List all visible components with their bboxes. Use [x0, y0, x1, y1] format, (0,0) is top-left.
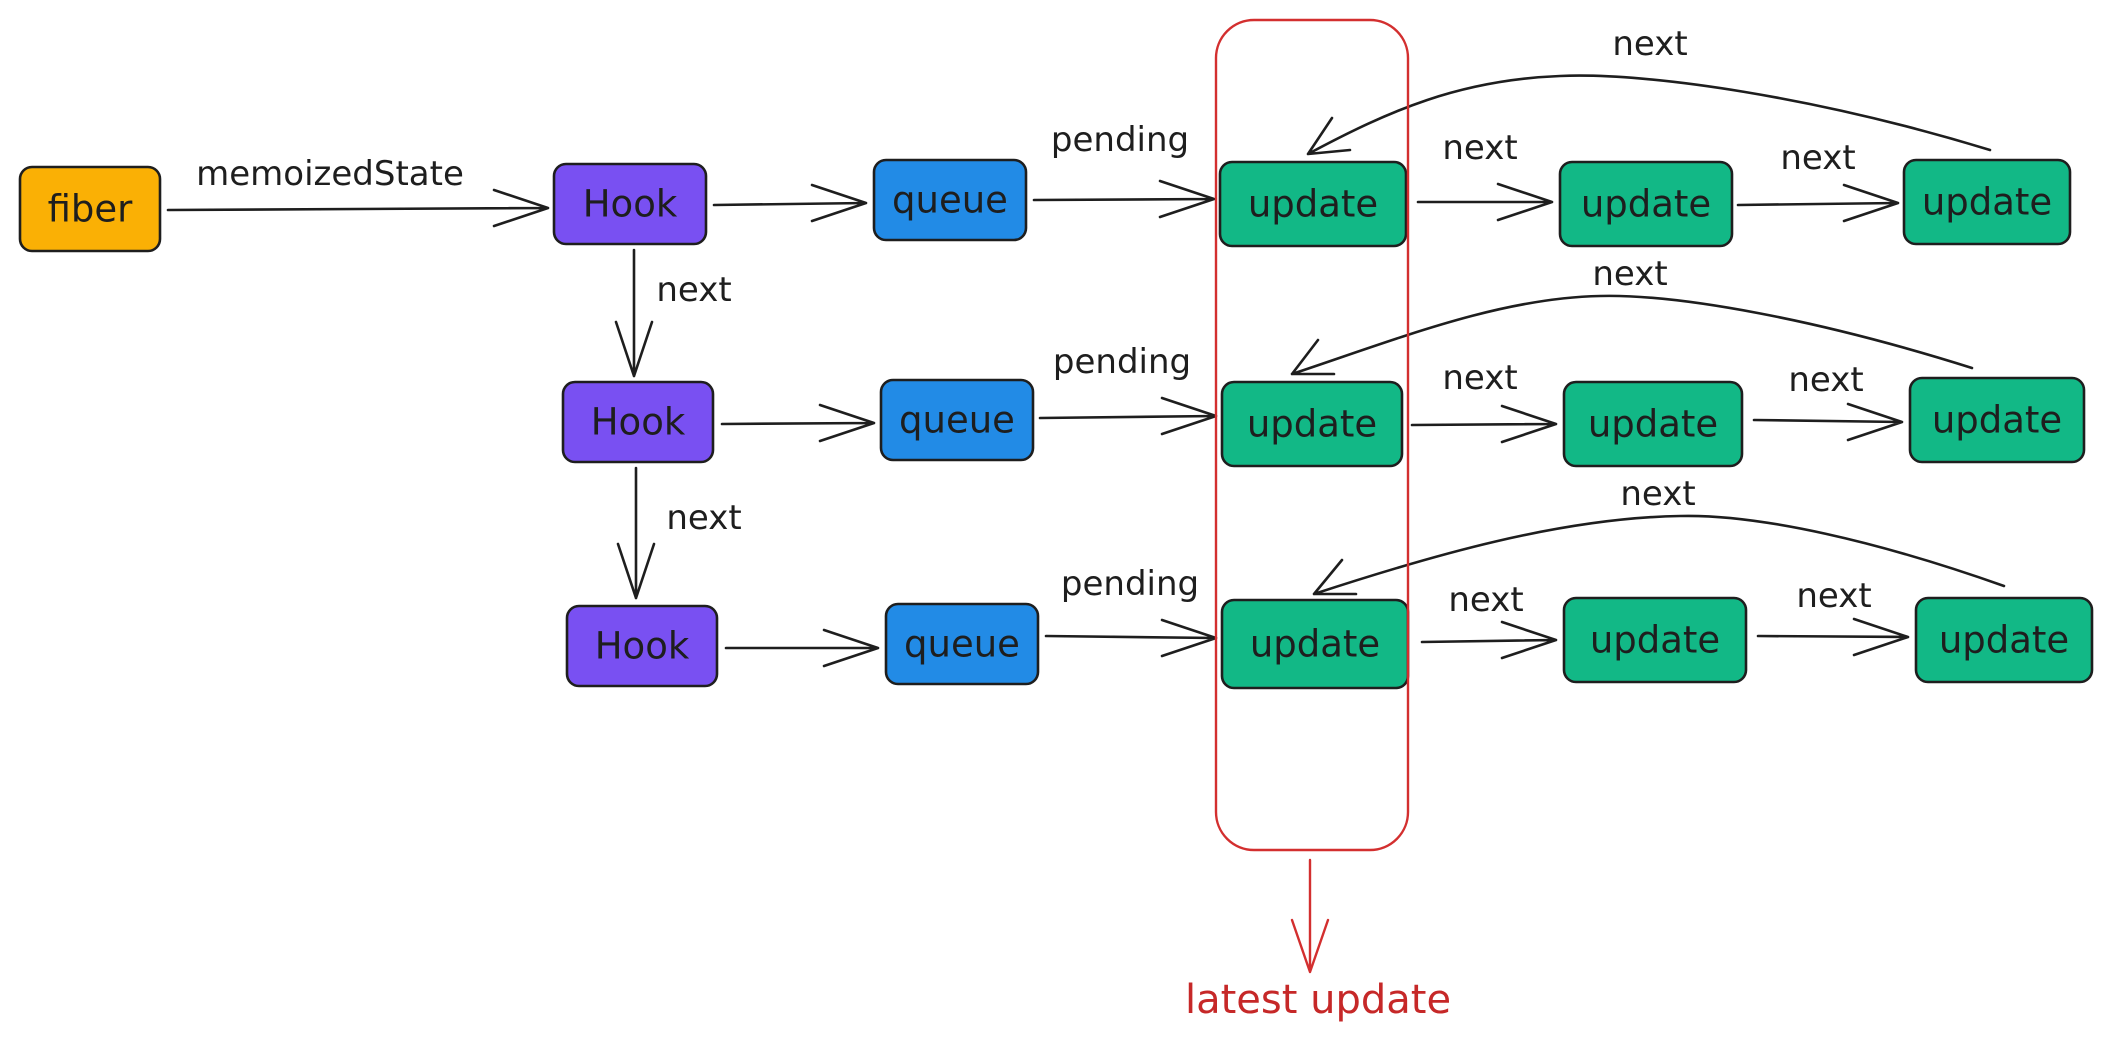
update-label-r2-c3: update — [1932, 399, 2062, 442]
update-node-r2-c2: update — [1562, 380, 1744, 468]
update-label-r3-c3: update — [1939, 619, 2069, 662]
next-label-r2-circular: next — [1592, 254, 1667, 294]
hook-node-3: Hook — [565, 604, 719, 688]
hook-label-1: Hook — [583, 183, 678, 226]
queue-node-3: queue — [884, 602, 1040, 686]
latest-update-box — [1214, 18, 1410, 852]
pending-label-1: pending — [1051, 120, 1189, 160]
next-label-r1-1: next — [1442, 128, 1517, 168]
edge-r1-update1-update2-next: next — [1416, 128, 1554, 222]
edge-r3-update2-update3-next: next — [1756, 576, 1910, 657]
latest-update-label: latest update — [1185, 977, 1451, 1023]
edge-hook2-hook3-next: next — [616, 466, 742, 600]
update-node-r1-c2: update — [1558, 160, 1734, 248]
edge-r1-update2-update3-next: next — [1736, 138, 1900, 223]
fiber-node: fiber — [18, 165, 162, 253]
queue-label-3: queue — [904, 623, 1020, 666]
queue-node-2: queue — [879, 378, 1035, 462]
edge-hook3-queue3 — [724, 628, 880, 668]
next-label-r3-2: next — [1796, 576, 1871, 616]
update-node-r3-c2: update — [1562, 596, 1748, 684]
pending-label-3: pending — [1061, 564, 1199, 604]
edge-hook1-hook2-next: next — [614, 248, 732, 378]
update-node-r1-c3: update — [1902, 158, 2072, 246]
next-label-r1-2: next — [1780, 138, 1855, 178]
update-node-r1-c1: update — [1218, 160, 1408, 248]
hook-node-2: Hook — [561, 380, 715, 464]
pending-label-2: pending — [1053, 342, 1191, 382]
update-label-r2-c1: update — [1247, 403, 1377, 446]
edge-hook1-queue1 — [712, 183, 868, 223]
queue-label-2: queue — [899, 399, 1015, 442]
hook-next-label-2: next — [666, 498, 741, 538]
update-label-r1-c3: update — [1922, 181, 2052, 224]
edge-r2-update1-update2-next: next — [1410, 358, 1558, 444]
memoized-state-label: memoizedState — [196, 154, 464, 194]
latest-update-arrow — [1290, 858, 1330, 974]
edge-r3-update1-update2-next: next — [1420, 580, 1558, 660]
edge-r3-update3-update1-next: next — [1312, 474, 2006, 596]
update-node-r2-c3: update — [1908, 376, 2086, 464]
queue-node-1: queue — [872, 158, 1028, 242]
edge-r1-update3-update1-next: next — [1306, 24, 1992, 156]
next-label-r3-circular: next — [1620, 474, 1695, 514]
edge-memoized-state: memoizedState — [166, 154, 550, 228]
update-label-r1-c1: update — [1248, 183, 1378, 226]
update-node-r3-c1: update — [1220, 598, 1410, 690]
update-node-r2-c1: update — [1220, 380, 1404, 468]
next-label-r3-1: next — [1448, 580, 1523, 620]
update-node-r3-c3: update — [1914, 596, 2094, 684]
update-label-r2-c2: update — [1588, 403, 1718, 446]
edge-r2-update2-update3-next: next — [1752, 360, 1904, 442]
fiber-label: fiber — [48, 188, 134, 231]
queue-label-1: queue — [892, 179, 1008, 222]
edge-queue1-update-pending: pending — [1032, 120, 1216, 219]
next-label-r2-2: next — [1788, 360, 1863, 400]
next-label-r2-1: next — [1442, 358, 1517, 398]
latest-update-highlight: latest update — [1185, 18, 1451, 1023]
edge-hook2-queue2 — [720, 403, 876, 443]
next-label-r1-circular: next — [1612, 24, 1687, 64]
hook-label-2: Hook — [591, 401, 686, 444]
hook-label-3: Hook — [595, 625, 690, 668]
edge-queue3-update-pending: pending — [1044, 564, 1218, 658]
hook-next-label-1: next — [656, 270, 731, 310]
update-label-r3-c1: update — [1250, 623, 1380, 666]
update-label-r3-c2: update — [1590, 619, 1720, 662]
update-label-r1-c2: update — [1581, 183, 1711, 226]
hook-node-1: Hook — [552, 162, 708, 246]
edge-queue2-update-pending: pending — [1038, 342, 1218, 436]
edge-r2-update3-update1-next: next — [1290, 254, 1974, 376]
